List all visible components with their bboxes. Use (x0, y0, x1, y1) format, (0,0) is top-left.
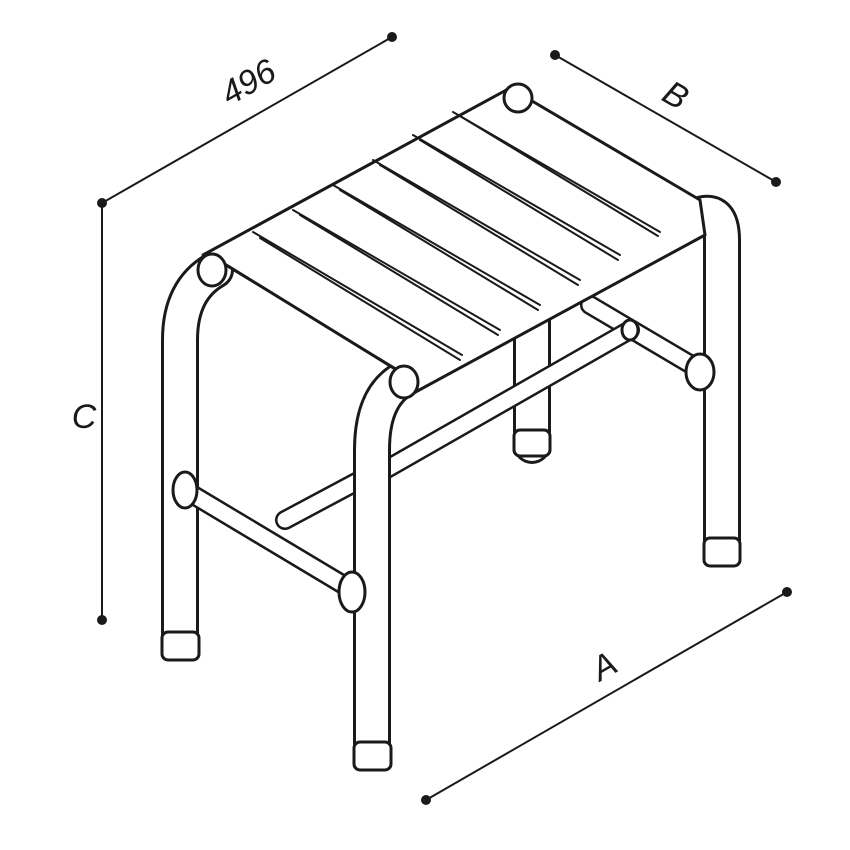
stool-crossbar-long (375, 318, 640, 480)
stool-crossbar-back (580, 295, 710, 380)
stool-crossbar-left (171, 470, 370, 600)
seat-slat (332, 184, 541, 306)
dimension-height-label: C (72, 398, 97, 436)
seat-slat (292, 209, 501, 331)
stool-frame-front (337, 359, 424, 772)
dimension-width-label: 496 (214, 52, 282, 113)
stool-seat (196, 82, 707, 400)
seat-slat (224, 264, 419, 383)
stool (160, 82, 742, 772)
seat-slat (412, 134, 621, 256)
dimension-depth-label: B (656, 73, 695, 117)
dimension-length-label: A (583, 644, 623, 689)
dimension-length: A (421, 587, 792, 805)
stool-frame-left (160, 251, 234, 662)
seat-slat (252, 231, 463, 356)
seat-slat (372, 159, 581, 281)
dimension-height: C (72, 203, 107, 625)
stool-frame-right (681, 194, 742, 568)
